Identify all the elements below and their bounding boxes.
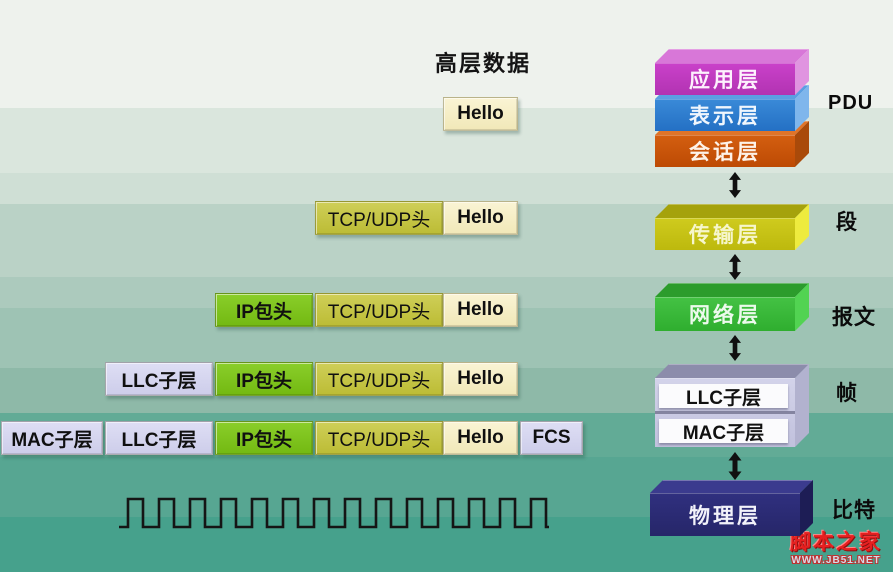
segment-tcp-udp-header: TCP/UDP头: [315, 421, 443, 455]
box-top-face: [655, 283, 809, 297]
segment-tcp-udp-header: TCP/UDP头: [315, 362, 443, 396]
segment-hello: Hello: [443, 421, 518, 455]
layer-label-transport: 传输层: [655, 218, 795, 250]
layer-label-application: 应用层: [655, 63, 795, 95]
segment-hello: Hello: [443, 97, 518, 131]
unit-label-packet: 报文: [832, 306, 876, 329]
datalink-divider: [655, 411, 795, 414]
segment-llc-sublayer: LLC子层: [105, 421, 213, 455]
segment-hello: Hello: [443, 293, 518, 327]
digital-signal-waveform-icon: [119, 497, 549, 529]
encapsulation-row-5: MAC子层 LLC子层 IP包头 TCP/UDP头 Hello FCS: [0, 421, 893, 455]
layer-label-physical: 物理层: [650, 493, 800, 536]
layer-label-mac-sublayer: MAC子层: [659, 419, 788, 444]
segment-tcp-udp-header: TCP/UDP头: [315, 201, 443, 235]
updown-arrow-icon: [728, 172, 742, 198]
watermark: 脚本之家 WWW.JB51.NET: [784, 532, 888, 566]
layer-label-session: 会话层: [655, 135, 795, 167]
encapsulation-row-4: LLC子层 IP包头 TCP/UDP头 Hello: [0, 362, 893, 396]
segment-mac-sublayer: MAC子层: [1, 421, 103, 455]
layer-label-presentation: 表示层: [655, 99, 795, 131]
datalink-front-face: LLC子层 MAC子层: [655, 378, 795, 447]
encapsulation-row-1: Hello: [0, 97, 893, 131]
segment-ip-header: IP包头: [215, 293, 313, 327]
box-top-face: [655, 49, 809, 63]
encapsulation-row-3: IP包头 TCP/UDP头 Hello: [0, 293, 893, 327]
layer-label-network: 网络层: [655, 297, 795, 331]
box-top-face: [655, 204, 809, 218]
segment-llc-sublayer: LLC子层: [105, 362, 213, 396]
updown-arrow-icon: [728, 335, 742, 361]
unit-label-frame: 帧: [836, 382, 858, 405]
segment-hello: Hello: [443, 362, 518, 396]
box-top-face: [655, 364, 809, 378]
updown-arrow-icon: [728, 452, 742, 480]
unit-label-pdu: PDU: [828, 92, 874, 114]
watermark-site-url: WWW.JB51.NET: [791, 555, 881, 566]
watermark-site-name: 脚本之家: [790, 531, 882, 554]
updown-arrow-icon: [728, 254, 742, 280]
unit-label-bits: 比特: [832, 499, 876, 522]
layer-label-llc-sublayer: LLC子层: [659, 384, 788, 409]
unit-label-segment: 段: [836, 211, 858, 234]
encapsulation-row-2: TCP/UDP头 Hello: [0, 201, 893, 235]
segment-hello: Hello: [443, 201, 518, 235]
segment-ip-header: IP包头: [215, 362, 313, 396]
box-side-face: [795, 364, 809, 447]
box-top-face: [650, 480, 813, 493]
high-layer-data-label: 高层数据: [435, 51, 532, 76]
segment-ip-header: IP包头: [215, 421, 313, 455]
segment-tcp-udp-header: TCP/UDP头: [315, 293, 443, 327]
segment-fcs: FCS: [520, 421, 583, 455]
